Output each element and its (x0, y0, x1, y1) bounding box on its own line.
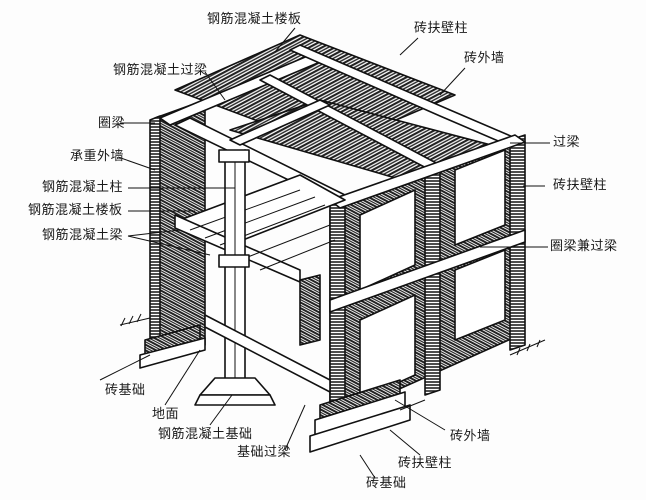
label-ground-level: 地面 (152, 407, 180, 422)
label-brick-pilaster-top: 砖扶壁柱 (414, 21, 469, 36)
label-lintel: 过梁 (553, 135, 581, 150)
label-rc-floor-slab-mid: 钢筋混凝土楼板 (28, 203, 123, 218)
label-brick-foundation-bottom: 砖基础 (366, 476, 407, 491)
label-brick-pilaster-right: 砖扶壁柱 (553, 178, 608, 193)
label-brick-exterior-wall-top: 砖外墙 (464, 51, 505, 66)
label-brick-foundation-left: 砖基础 (105, 383, 146, 398)
label-rc-foundation: 钢筋混凝土基础 (158, 427, 253, 442)
label-brick-exterior-wall-bottom: 砖外墙 (450, 429, 491, 444)
label-rc-floor-slab-top: 钢筋混凝土楼板 (207, 12, 302, 27)
label-rc-lintel-beam: 钢筋混凝土过梁 (113, 63, 208, 78)
label-ring-beam-as-lintel: 圈梁兼过梁 (550, 239, 618, 254)
label-brick-pilaster-bottom: 砖扶壁柱 (398, 456, 453, 471)
label-load-bearing-exterior-wall: 承重外墙 (70, 149, 125, 164)
label-rc-column: 钢筋混凝土柱 (42, 180, 124, 195)
label-ring-beam: 圈梁 (98, 116, 126, 131)
label-rc-beam: 钢筋混凝土梁 (42, 228, 124, 243)
label-foundation-lintel: 基础过梁 (237, 445, 292, 460)
